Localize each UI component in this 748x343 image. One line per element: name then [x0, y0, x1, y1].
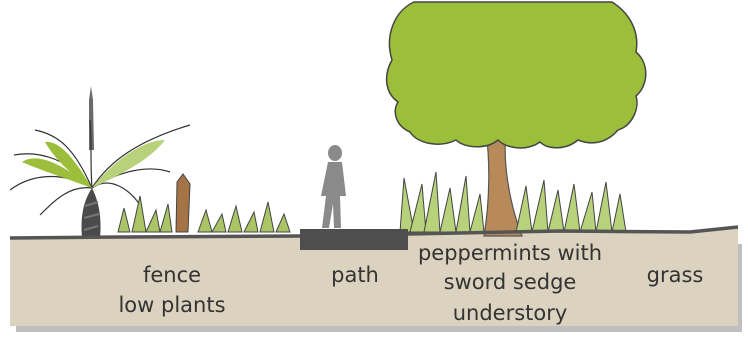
grass-label: grass: [630, 261, 720, 290]
low-plants-label: low plants: [112, 291, 232, 320]
peppermints-label-line2: sword sedge: [430, 268, 590, 297]
peppermints-label-line3: understory: [440, 299, 580, 328]
fence-label: fence: [122, 261, 222, 290]
path-label: path: [305, 261, 405, 290]
low-plants-icon: [118, 196, 290, 232]
peppermints-label-line1: peppermints with: [410, 239, 610, 268]
tree-canopy-icon: [387, 2, 646, 148]
grass-tree-icon: [10, 86, 190, 238]
fence-post-icon: [176, 174, 190, 232]
person-icon: [321, 145, 346, 228]
path-paving: [300, 229, 408, 250]
